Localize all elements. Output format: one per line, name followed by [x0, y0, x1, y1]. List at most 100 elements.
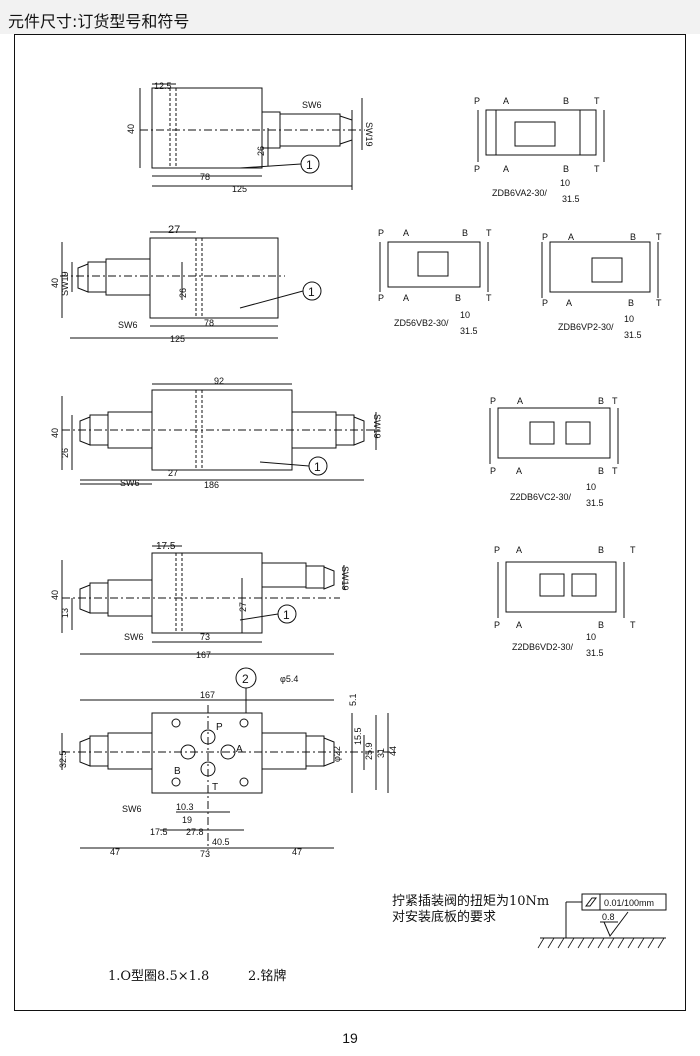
view-5-port: B [174, 766, 181, 777]
view-3-callout: 1 [314, 460, 321, 474]
surface-symbol: 0.01/100mm 0.8 [540, 893, 667, 939]
symbol-4-port: P [490, 396, 496, 406]
torque-note-line2: 对安装底板的要求 [392, 910, 497, 925]
view-1-dim: 26 [256, 146, 266, 156]
view-5-dim: SW6 [122, 804, 142, 814]
view-5-dim: 31 [376, 748, 386, 758]
view-1-dim: 40 [126, 124, 136, 134]
view-5-dim: 32.5 [58, 750, 68, 768]
view-3-dim: SW6 [120, 478, 140, 488]
view-1-callout: 1 [306, 158, 313, 172]
view-4-dim: 13 [60, 608, 70, 618]
view-3-dim: 186 [204, 480, 219, 490]
view-5-dim: 10.3 [176, 802, 194, 812]
view-3: 92 40 26 27 186 SW6 SW19 1 [50, 376, 382, 490]
symbol-1-port: B [563, 164, 569, 174]
view-1-dim: SW19 [364, 122, 374, 147]
view-5-dim: 47 [292, 847, 302, 857]
symbol-4-fraction-bottom: 31.5 [586, 498, 604, 508]
symbol-3-port: B [628, 298, 634, 308]
symbol-4-fraction-top: 10 [586, 482, 596, 492]
symbol-2-port: B [462, 228, 468, 238]
symbol-1-port: A [503, 96, 509, 106]
view-5-dim: 25.9 [364, 742, 374, 760]
drawing-frame [14, 34, 686, 1011]
view-1-dim: 12.5 [154, 81, 172, 91]
symbol-5-port: P [494, 620, 500, 630]
view-5-dim: 44 [388, 746, 398, 756]
view-3-dim: 27 [168, 468, 178, 478]
view-3-dim: SW19 [372, 414, 382, 439]
symbol-1-model: ZDB6VA2-30/ [492, 188, 547, 198]
view-2-callout: 1 [308, 285, 315, 299]
symbol-5-fraction-bottom: 31.5 [586, 648, 604, 658]
symbol-5-port: B [598, 620, 604, 630]
view-5-dim: φ22 [332, 746, 342, 762]
view-5-dim: 40.5 [212, 837, 230, 847]
symbol-2-port: T [486, 293, 492, 303]
view-1-dim: 125 [232, 184, 247, 194]
symbol-2-port: T [486, 228, 492, 238]
symbol-2: P A B T P A B T ZD56VB2-30/ 10 31.5 [378, 228, 492, 336]
view-4-dim: 40 [50, 590, 60, 600]
view-4-dim: 73 [200, 632, 210, 642]
view-5-dim: φ5.4 [280, 674, 298, 684]
view-3-dim: 26 [60, 448, 70, 458]
view-5-dim: 5.1 [348, 693, 358, 706]
symbol-1-port: T [594, 164, 600, 174]
symbol-1-port: A [503, 164, 509, 174]
view-2-dim: 27 [168, 224, 180, 236]
symbol-5-port: B [598, 545, 604, 555]
view-5-dim: 15.5 [353, 727, 363, 745]
symbol-4-port: B [598, 466, 604, 476]
view-4-dim: 27 [238, 602, 248, 612]
symbol-4-port: T [612, 396, 618, 406]
page-number: 19 [342, 1030, 358, 1046]
symbol-2-port: P [378, 228, 384, 238]
view-5-dim: 27.8 [186, 827, 204, 837]
page-header: 元件尺寸:订货型号和符号 [0, 0, 700, 34]
view-2-dim: 40 [50, 278, 60, 288]
view-5-dim: 167 [200, 690, 215, 700]
symbol-3-fraction-top: 10 [624, 314, 634, 324]
view-5-dim: 73 [200, 849, 210, 859]
symbol-3-model: ZDB6VP2-30/ [558, 322, 614, 332]
symbol-2-port: P [378, 293, 384, 303]
view-5-dim: 47 [110, 847, 120, 857]
view-1-dim: 78 [200, 172, 210, 182]
symbol-3-port: P [542, 298, 548, 308]
view-5-callout: 2 [242, 672, 249, 686]
symbol-4-port: T [612, 466, 618, 476]
symbol-4-model: Z2DB6VC2-30/ [510, 492, 572, 502]
symbol-4-port: A [517, 396, 523, 406]
symbol-5-port: T [630, 545, 636, 555]
legend-item-2: 2.铭牌 [248, 969, 287, 984]
symbol-1-port: B [563, 96, 569, 106]
symbol-3-port: T [656, 232, 662, 242]
view-2: 27 40 SW19 26 78 125 SW6 1 [50, 224, 322, 344]
symbol-4-port: A [516, 466, 522, 476]
view-1-dim: SW6 [302, 100, 322, 110]
roughness-value: 0.8 [602, 912, 615, 922]
symbol-1: P A B T P A B T ZDB6VA2-30/ 10 31.5 [474, 96, 605, 204]
view-5-port: T [212, 782, 218, 793]
symbol-2-model: ZD56VB2-30/ [394, 318, 449, 328]
view-3-dim: 40 [50, 428, 60, 438]
view-4-dim: SW19 [340, 566, 350, 591]
symbol-5-fraction-top: 10 [586, 632, 596, 642]
symbol-2-fraction-top: 10 [460, 310, 470, 320]
hatch [537, 937, 665, 949]
symbol-5: P A B T P A B T Z2DB6VD2-30/ 10 31.5 [494, 545, 636, 658]
symbol-5-model: Z2DB6VD2-30/ [512, 642, 574, 652]
view-2-dim: SW6 [118, 320, 138, 330]
symbol-2-port: A [403, 228, 409, 238]
symbol-1-port: T [594, 96, 600, 106]
view-4-dim: SW6 [124, 632, 144, 642]
symbol-2-fraction-bottom: 31.5 [460, 326, 478, 336]
symbol-1-fraction-top: 10 [560, 178, 570, 188]
view-5-port: P [216, 722, 223, 733]
view-2-dim: 125 [170, 334, 185, 344]
flatness-value: 0.01/100mm [604, 898, 654, 908]
view-4-dim: 17.5 [156, 541, 176, 552]
symbol-2-port: B [455, 293, 461, 303]
